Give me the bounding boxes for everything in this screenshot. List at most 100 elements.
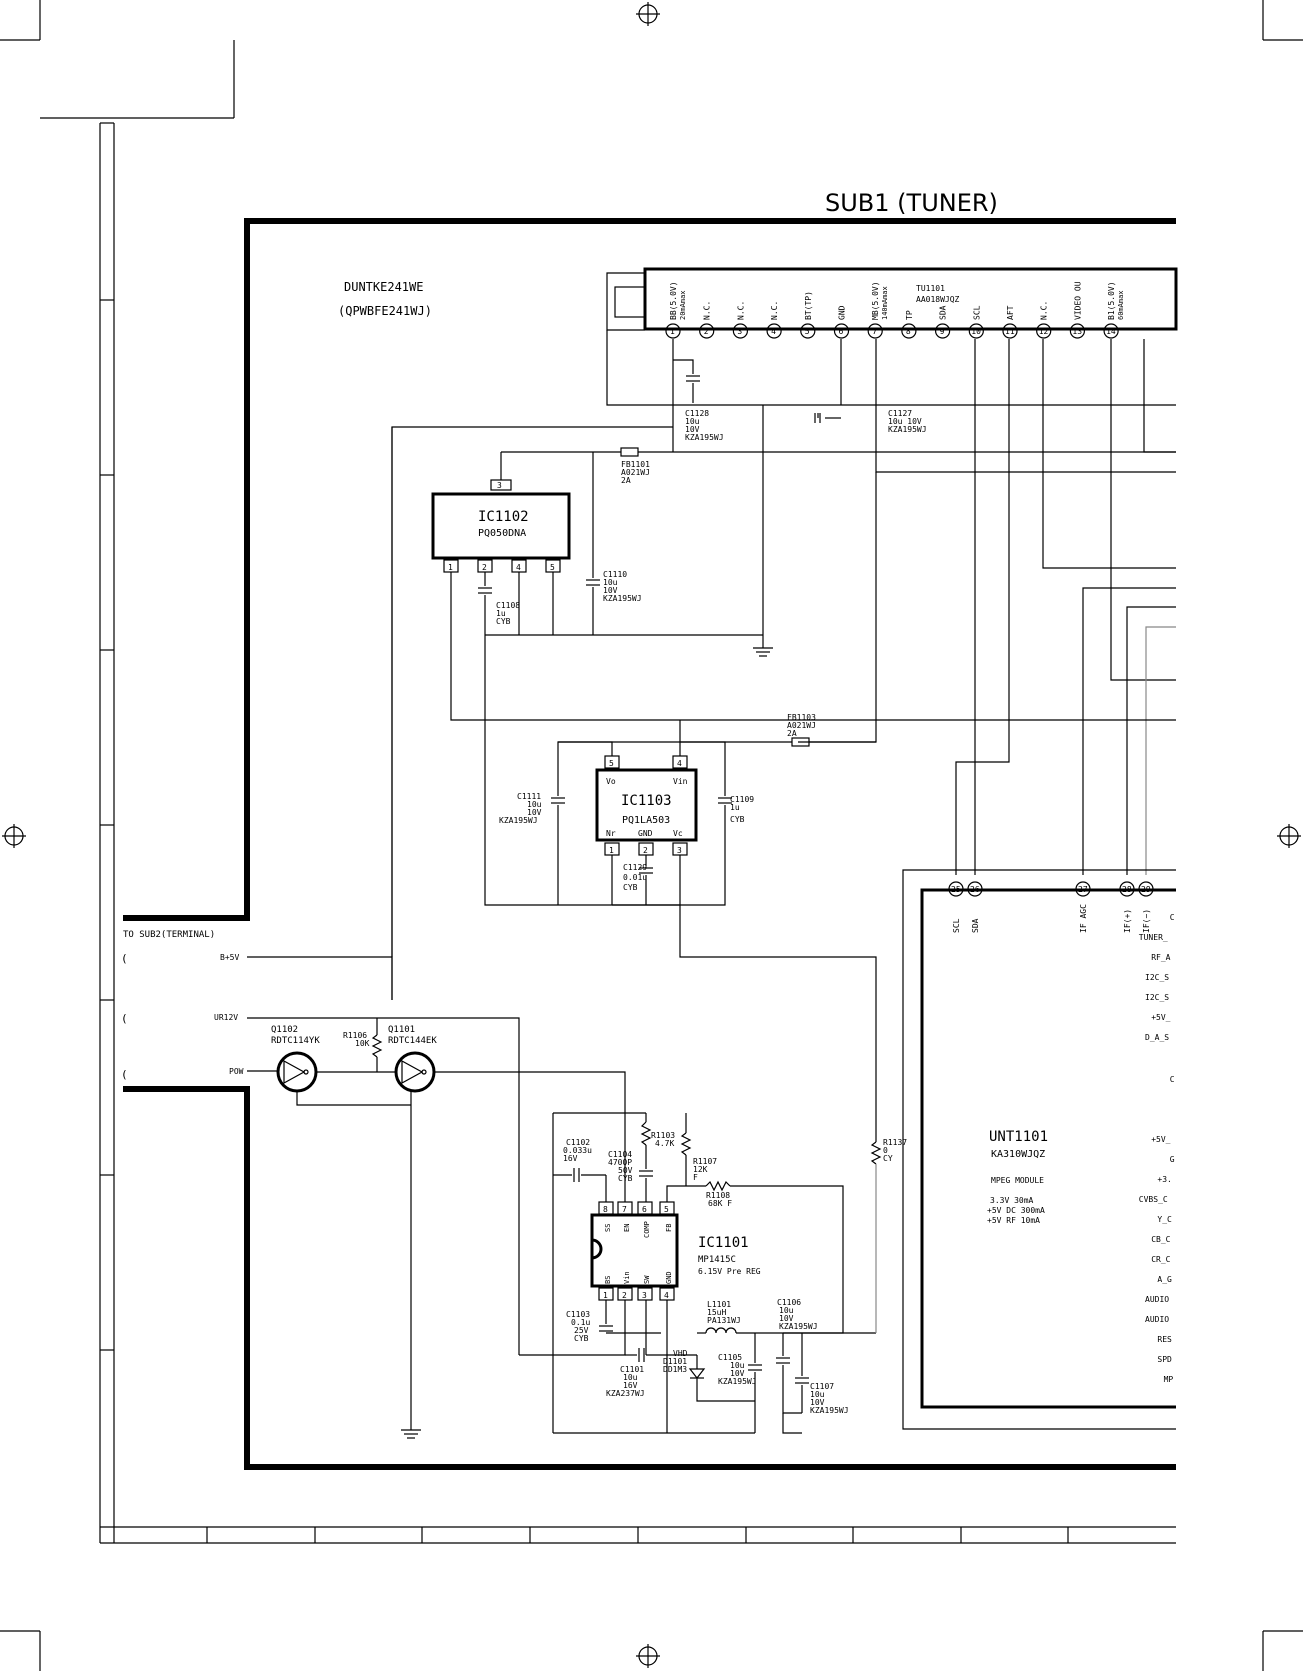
pin-number: 5 — [805, 327, 810, 336]
pin-number: 1 — [670, 327, 675, 336]
svg-text:GND: GND — [638, 829, 653, 838]
svg-text:C1109: C1109 — [730, 795, 754, 804]
svg-text:10V: 10V — [527, 808, 542, 817]
svg-text:(: ( — [121, 952, 128, 965]
ic1103-wiring — [551, 720, 877, 1135]
tuner-tu1101: TU1101 AA018WJQZ — [606, 267, 1178, 331]
svg-text:3: 3 — [642, 1291, 647, 1300]
pin-circle — [1036, 323, 1052, 339]
svg-text:10V: 10V — [685, 425, 700, 434]
ic1103-part: PQ1LA503 — [622, 815, 670, 826]
registration-target-right — [1277, 824, 1301, 848]
svg-text:RDTC114YK: RDTC114YK — [271, 1036, 320, 1046]
unt-side-label: I2C_S — [1145, 973, 1169, 982]
c1108-label: C1108 1u CYB — [496, 601, 520, 626]
svg-text:Q1102: Q1102 — [271, 1025, 298, 1035]
unt-side-label: RES — [1157, 1335, 1172, 1344]
svg-text:4: 4 — [664, 1291, 669, 1300]
tuner-pin-2: 2N.C. — [699, 301, 715, 339]
pin-circle — [948, 881, 964, 897]
pin-circle — [1069, 323, 1086, 339]
svg-text:1: 1 — [603, 1291, 608, 1300]
svg-text:3: 3 — [497, 481, 502, 490]
unt-side-label: SPD — [1157, 1355, 1172, 1364]
c1128-label: C1128 10u 10V KZA195WJ — [685, 409, 724, 442]
svg-text:KZA195WJ: KZA195WJ — [810, 1406, 849, 1415]
svg-text:10u: 10u — [603, 578, 618, 587]
svg-text:1u: 1u — [496, 609, 506, 618]
unt-side-label: CVBS_C — [1139, 1195, 1168, 1204]
tuner-pin-1: 1BB(5.0V)20mAmax — [665, 281, 687, 339]
svg-text:4: 4 — [516, 563, 521, 572]
svg-text:RDTC144EK: RDTC144EK — [388, 1036, 437, 1046]
pin-label: N.C. — [736, 301, 745, 320]
unt-side-label: C — [1170, 1075, 1175, 1084]
svg-text:PA131WJ: PA131WJ — [707, 1316, 741, 1325]
svg-text:15uH: 15uH — [707, 1308, 726, 1317]
svg-text:0: 0 — [883, 1146, 888, 1155]
pin-number: 14 — [1106, 327, 1116, 336]
pin-circle — [833, 323, 850, 339]
ic1102-part: PQ050DNA — [478, 528, 526, 539]
pin-circle — [901, 323, 917, 339]
unt-side-label: I2C_S — [1145, 993, 1169, 1002]
pin-number: 10 — [971, 327, 981, 336]
pin-note: 140mAmax — [881, 286, 889, 320]
pin-circle — [732, 323, 749, 339]
pin-number: 8 — [906, 327, 911, 336]
svg-text:SW: SW — [643, 1275, 651, 1284]
svg-text:CYB: CYB — [496, 617, 511, 626]
pin-label: SCL — [952, 918, 961, 933]
pin-label: SDA — [939, 305, 948, 320]
svg-text:10u: 10u — [685, 417, 700, 426]
board-outline — [123, 218, 1176, 1470]
tuner-pin-4: 4N.C. — [766, 301, 782, 339]
unt-side-label: TUNER_ — [1139, 933, 1168, 942]
registration-target-top — [636, 2, 660, 26]
unt-side-label: D_A_S — [1145, 1033, 1169, 1042]
svg-text:10u: 10u — [810, 1390, 825, 1399]
ic1101-part: MP1415C — [698, 1255, 736, 1265]
svg-text:UR12V: UR12V — [214, 1013, 238, 1022]
svg-text:2: 2 — [622, 1291, 627, 1300]
tuner-pin-8: 8TP — [901, 310, 917, 339]
ic1102-wiring — [450, 452, 1176, 906]
svg-text:2: 2 — [482, 563, 487, 572]
pin-circle — [699, 323, 715, 339]
unt-side-label: +5V_ — [1151, 1013, 1170, 1022]
pin-number: 28 — [1122, 885, 1132, 894]
pin-label: MB(5.0V) — [871, 281, 880, 320]
unt-side-label: MP — [1164, 1375, 1174, 1384]
svg-text:5: 5 — [550, 563, 555, 572]
svg-text:4700P: 4700P — [608, 1158, 632, 1167]
svg-text:1: 1 — [448, 563, 453, 572]
pin-circle — [1138, 881, 1154, 897]
svg-text:FB1103: FB1103 — [787, 713, 816, 722]
r1106-label: R1106 10K — [343, 1031, 370, 1048]
unt1101: UNT1101 KA310WJQZ MPEG MODULE 3.3V 30mA … — [902, 869, 1176, 1430]
unt1101-desc: MPEG MODULE — [991, 1176, 1044, 1185]
pin-circle — [800, 323, 816, 339]
pin-number: 27 — [1078, 885, 1088, 894]
svg-text:Vc: Vc — [673, 829, 683, 838]
pin-number: 13 — [1072, 327, 1082, 336]
svg-text:1: 1 — [609, 846, 614, 855]
svg-text:KZA195WJ: KZA195WJ — [685, 433, 724, 442]
svg-text:KZA195WJ: KZA195WJ — [779, 1322, 818, 1331]
tuner-pin-12: 12N.C. — [1036, 301, 1052, 339]
unt-side-label: CB_C — [1151, 1235, 1170, 1244]
svg-text:B+5V: B+5V — [220, 953, 239, 962]
svg-text:10u: 10u — [527, 800, 542, 809]
unt-side-label: G — [1170, 1155, 1175, 1164]
registration-target-left — [2, 824, 26, 848]
transistor-wiring — [296, 1018, 626, 1439]
svg-text:CYB: CYB — [574, 1334, 589, 1343]
svg-text:C1101: C1101 — [620, 1365, 644, 1374]
c1127-label: C1127 10u 10V KZA195WJ — [888, 409, 927, 434]
svg-text:+5V DC 300mA: +5V DC 300mA — [987, 1206, 1045, 1215]
svg-text:D1101: D1101 — [663, 1357, 687, 1366]
